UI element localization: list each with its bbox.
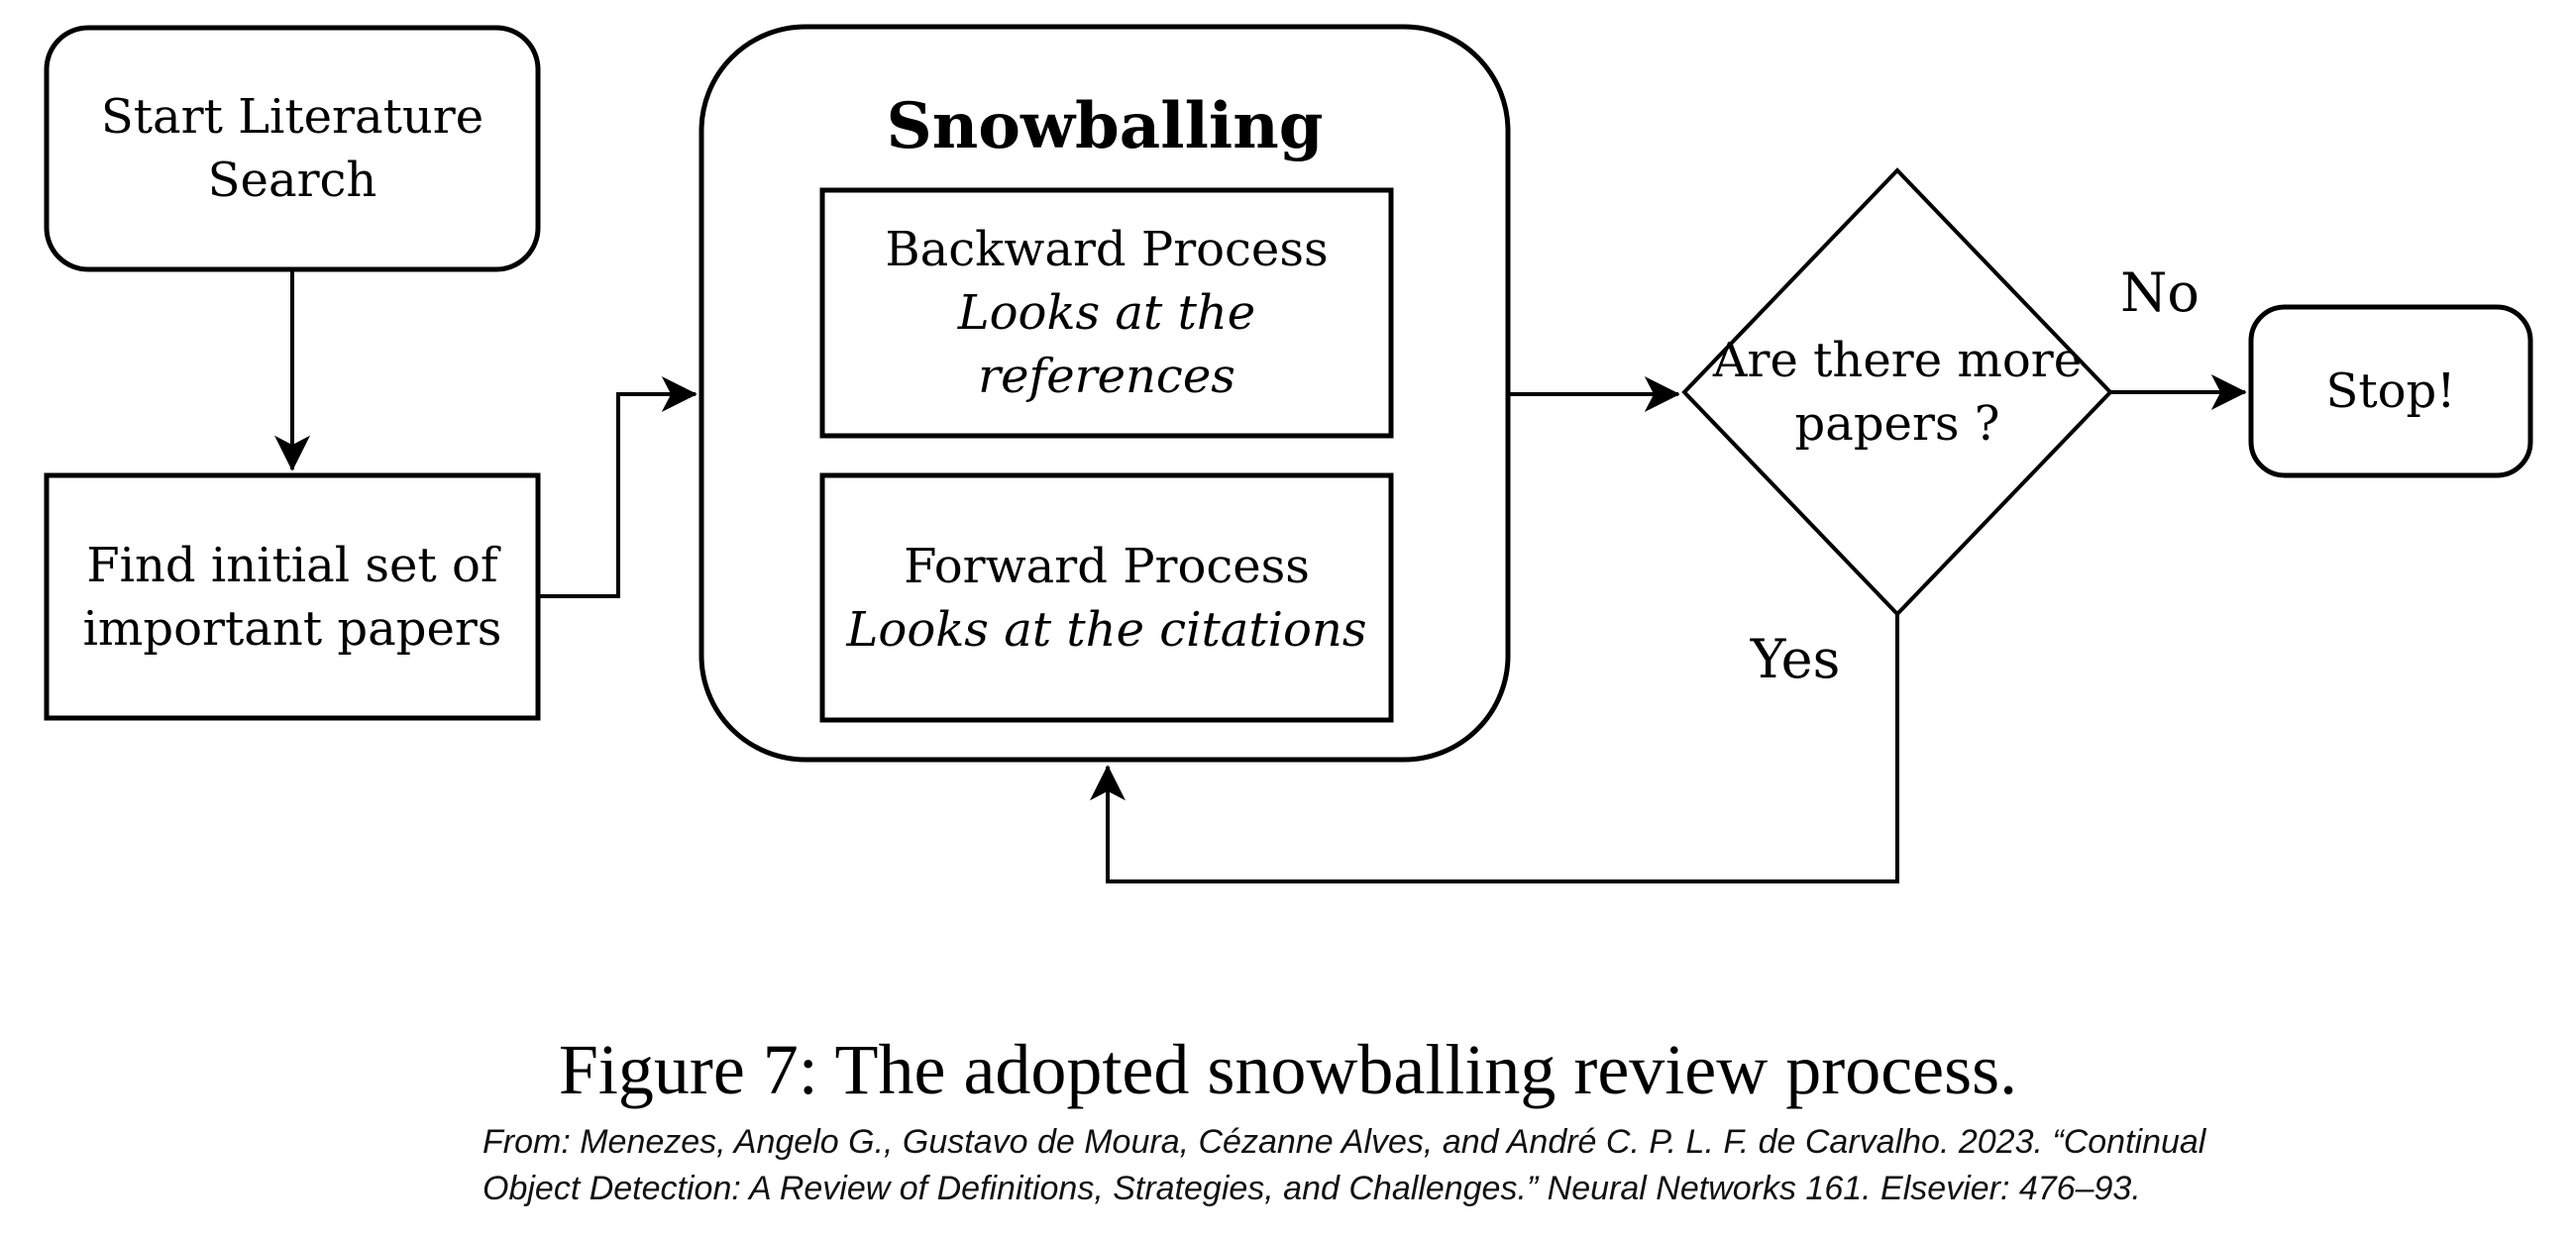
find-node-label: Find initial set of important papers <box>47 475 538 718</box>
backward-node-label: Backward Process Looks at the references <box>822 190 1391 436</box>
forward-line1: Forward Process <box>904 538 1310 594</box>
backward-line2: Looks at the references <box>957 285 1256 404</box>
backward-node-shape <box>819 187 1394 439</box>
start-line1: Start Literature <box>100 89 484 145</box>
forward-node-label: Forward Process Looks at the citations <box>822 475 1391 720</box>
yes-edge-label: Yes <box>1750 628 1841 690</box>
decision-node-label: Are there more papers ? <box>1684 170 2110 614</box>
edge-decision-to-snowballing-yes <box>1090 614 1899 883</box>
forward-line2: Looks at the citations <box>846 601 1367 658</box>
attribution-line1: From: Menezes, Angelo G., Gustavo de Mou… <box>483 1123 2206 1161</box>
figure-attribution: From: Menezes, Angelo G., Gustavo de Mou… <box>483 1119 2216 1212</box>
no-edge-label: No <box>2120 261 2200 324</box>
find-line2: important papers <box>82 600 502 657</box>
find-line1: Find initial set of <box>86 537 498 593</box>
edge-find-to-snowballing <box>538 376 698 598</box>
stop-node-shape <box>2248 304 2533 478</box>
stop-text: Stop! <box>2325 363 2456 419</box>
figure-caption: Figure 7: The adopted snowballing review… <box>558 1030 2018 1109</box>
attribution-line2: Object Detection: A Review of Definition… <box>483 1170 2141 1207</box>
decision-line2: papers ? <box>1794 396 2000 452</box>
decision-line1: Are there more <box>1712 333 2083 388</box>
backward-line1: Backward Process <box>885 222 1329 277</box>
snowballing-group-title: Snowballing <box>886 89 1324 163</box>
stop-node-label: Stop! <box>2251 307 2530 475</box>
forward-node-shape <box>819 472 1394 723</box>
find-node-shape <box>44 472 541 721</box>
start-node-label: Start Literature Search <box>47 28 538 269</box>
start-line2: Search <box>207 153 377 208</box>
